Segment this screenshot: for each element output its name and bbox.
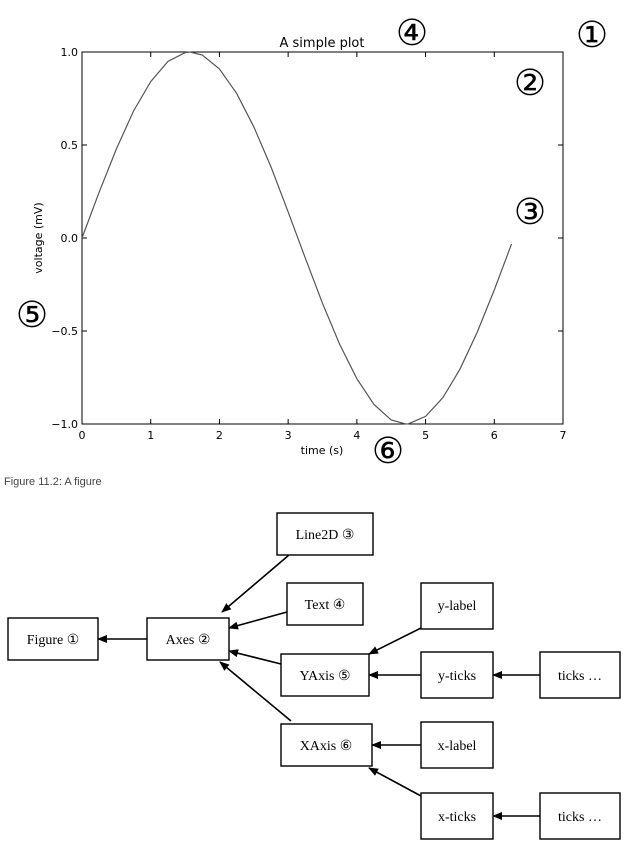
annotation-3-line2d: ③ bbox=[514, 192, 546, 233]
node-ylabel: y-label bbox=[420, 582, 494, 630]
x-tick-label: 5 bbox=[422, 429, 429, 442]
annotation-4-text: ④ bbox=[396, 13, 428, 54]
y-tick-label: −1.0 bbox=[51, 418, 78, 431]
node-xticks-more: ticks … bbox=[539, 792, 621, 840]
node-yticks-more: ticks … bbox=[539, 651, 621, 699]
y-tick-label: −0.5 bbox=[51, 325, 78, 338]
node-figure-label: Figure ① bbox=[27, 633, 80, 648]
x-tick-label: 2 bbox=[216, 429, 223, 442]
y-tick-label: 1.0 bbox=[61, 46, 79, 59]
annotation-2-axes: ② bbox=[514, 63, 546, 104]
node-line2d-label: Line2D ③ bbox=[296, 528, 355, 543]
plot-frame bbox=[81, 51, 564, 425]
node-yaxis-label: YAxis ⑤ bbox=[299, 669, 350, 684]
x-tick-label: 4 bbox=[353, 429, 360, 442]
x-tick-label: 6 bbox=[491, 429, 498, 442]
edge-line2d-to-axes bbox=[221, 554, 290, 613]
edge-yaxis-to-axes bbox=[228, 649, 282, 665]
x-axis-label: time (s) bbox=[301, 444, 344, 457]
edge-ylabel-to-yaxis bbox=[368, 627, 422, 655]
node-xticks: x-ticks bbox=[420, 792, 494, 840]
edge-xticks-to-xaxis bbox=[368, 767, 422, 797]
node-line2d: Line2D ③ bbox=[276, 512, 374, 556]
node-xaxis: XAxis ⑥ bbox=[280, 723, 373, 767]
node-xticks-more-label: ticks … bbox=[558, 810, 602, 825]
edge-text-to-axes bbox=[228, 611, 288, 630]
node-xaxis-label: XAxis ⑥ bbox=[300, 739, 353, 754]
node-text: Text ④ bbox=[286, 582, 364, 626]
node-xlabel-label: x-label bbox=[438, 739, 477, 754]
node-xlabel: x-label bbox=[420, 721, 494, 769]
node-xticks-label: x-ticks bbox=[438, 810, 476, 825]
node-axes: Axes ② bbox=[146, 617, 230, 661]
node-ylabel-label: y-label bbox=[438, 599, 477, 614]
x-tick-label: 0 bbox=[79, 429, 86, 442]
edge-xaxis-to-axes bbox=[219, 661, 292, 722]
node-text-label: Text ④ bbox=[305, 598, 346, 613]
sine-series-line bbox=[81, 51, 513, 425]
node-axes-label: Axes ② bbox=[166, 633, 211, 648]
x-tick-label: 3 bbox=[285, 429, 292, 442]
y-tick-label: 0.5 bbox=[61, 139, 79, 152]
x-axis-ticks: 0 1 2 3 4 5 6 7 bbox=[79, 52, 567, 442]
diagram-edges bbox=[97, 554, 540, 820]
artist-hierarchy-diagram: Figure ① Axes ② Line2D ③ Text ④ YAxis ⑤ … bbox=[7, 512, 621, 840]
annotation-6-xaxis: ⑥ bbox=[372, 431, 404, 472]
annotation-1-figure: ① bbox=[576, 15, 608, 56]
y-tick-label: 0.0 bbox=[61, 232, 79, 245]
node-figure: Figure ① bbox=[7, 617, 99, 661]
annotation-5-yaxis: ⑤ bbox=[16, 295, 48, 336]
line-plot: 0 1 2 3 4 5 6 7 1.0 0.5 0.0 −0.5 −1.0 A simple plot… bbox=[16, 13, 608, 472]
node-yaxis: YAxis ⑤ bbox=[280, 653, 370, 697]
node-yticks: y-ticks bbox=[420, 651, 494, 699]
node-yticks-label: y-ticks bbox=[438, 669, 476, 684]
plot-title: A simple plot bbox=[280, 36, 365, 51]
figure-caption: Figure 11.2: A figure bbox=[4, 476, 102, 488]
x-tick-label: 7 bbox=[560, 429, 567, 442]
node-yticks-more-label: ticks … bbox=[558, 669, 602, 684]
y-axis-ticks: 1.0 0.5 0.0 −0.5 −1.0 bbox=[51, 46, 563, 431]
x-tick-label: 1 bbox=[147, 429, 154, 442]
y-axis-label: voltage (mV) bbox=[32, 202, 45, 273]
